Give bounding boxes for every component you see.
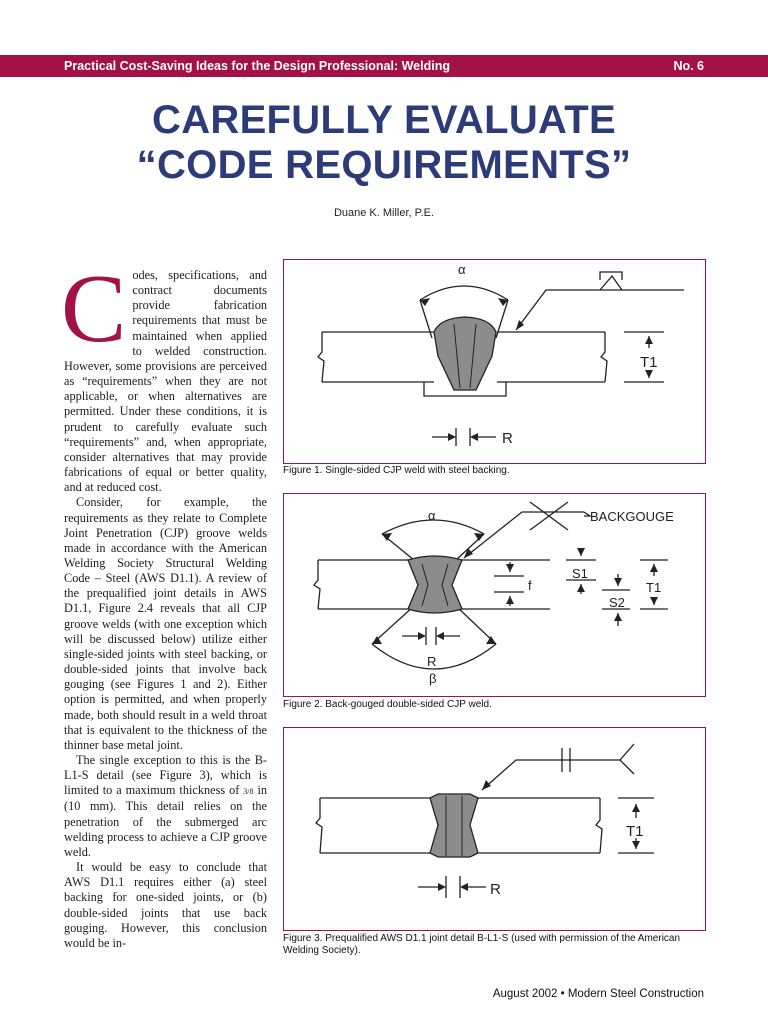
figure-2: α BACKGOUGE f S1 S2 T1 R β	[283, 493, 706, 697]
r-label: R	[427, 654, 436, 669]
figure-2-drawing: α BACKGOUGE f S1 S2 T1 R β	[313, 501, 674, 686]
figure-3-caption: Figure 3. Prequalified AWS D1.1 joint de…	[283, 933, 681, 956]
figure-1-caption: Figure 1. Single-sided CJP weld with ste…	[283, 465, 510, 476]
weld-bead	[433, 316, 497, 391]
t1-label: T1	[640, 354, 658, 371]
weld-bead	[407, 555, 463, 614]
figure-1-drawing: α T1 R	[317, 262, 684, 447]
figure-3-drawing: T1 R	[315, 743, 654, 898]
paragraph-4: It would be easy to conclude that AWS D1…	[64, 860, 267, 950]
alpha-label: α	[458, 262, 466, 277]
paragraph-3: The single exception to this is the B-L1…	[64, 753, 268, 859]
t1-label: T1	[646, 580, 661, 595]
drop-cap: C	[61, 255, 127, 363]
t1-label: T1	[626, 823, 644, 840]
beta-label: β	[429, 671, 436, 686]
figure-1: α T1 R	[283, 259, 706, 464]
figure-3: T1 R	[283, 727, 706, 931]
series-title: Practical Cost-Saving Ideas for the Desi…	[64, 59, 450, 73]
author-byline: Duane K. Miller, P.E.	[333, 207, 435, 219]
issue-number: No. 6	[673, 59, 704, 73]
alpha-label: α	[428, 508, 436, 523]
s1-label: S1	[572, 566, 588, 581]
title-line-2: “CODE REQUIREMENTS”	[136, 143, 632, 187]
backgouge-label: BACKGOUGE	[590, 509, 674, 524]
r-label: R	[490, 881, 501, 898]
weld-bead	[429, 793, 479, 858]
page-footer: August 2002 • Modern Steel Construction	[492, 988, 704, 1000]
s2-label: S2	[609, 595, 625, 610]
paragraph-2: Consider, for example, the requirements …	[64, 495, 267, 752]
r-label: R	[502, 430, 513, 447]
fraction: 3/8	[243, 787, 254, 797]
title-line-1: CAREFULLY EVALUATE	[152, 98, 616, 142]
figure-2-caption: Figure 2. Back-gouged double-sided CJP w…	[283, 699, 492, 710]
article-title: CAREFULLY EVALUATE “CODE REQUIREMENTS”	[0, 98, 768, 188]
f-label: f	[528, 578, 532, 593]
header-banner: Practical Cost-Saving Ideas for the Desi…	[0, 55, 768, 77]
